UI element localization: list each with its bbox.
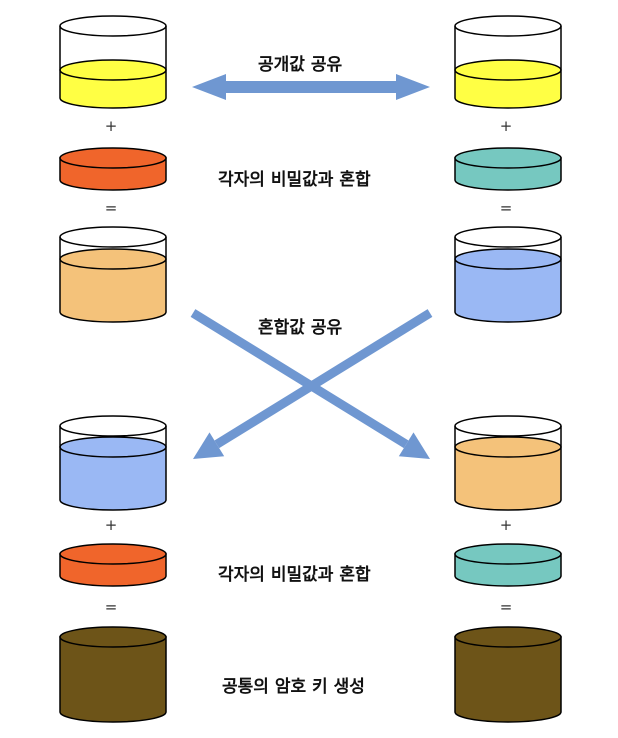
plus-sign-left-1: + [104,117,118,135]
received-beaker-left [59,415,167,511]
mix-secret-label-1: 각자의 비밀값과 혼합 [218,170,371,190]
public-beaker-right [454,15,562,109]
equals-sign-left-1: = [104,199,118,217]
received-beaker-right [454,415,562,511]
plus-sign-right-2: + [499,516,513,534]
mixed-beaker-right [454,226,562,323]
equals-sign-right-1: = [499,199,513,217]
equals-sign-left-2: = [104,598,118,616]
secret-disc-right-2 [454,543,562,587]
share-mixed-label: 혼합값 공유 [258,318,343,338]
share-public-double-arrow [192,74,430,100]
common-key-cylinder-right [454,626,562,723]
mixed-arrow-right-to-left [193,309,433,459]
plus-sign-left-2: + [104,516,118,534]
mixed-arrow-left-to-right [190,309,430,459]
secret-disc-left-2 [59,543,167,587]
share-public-label: 공개값 공유 [258,55,343,75]
mixed-beaker-left [59,226,167,323]
secret-disc-left [59,147,167,191]
equals-sign-right-2: = [499,598,513,616]
mix-secret-label-2: 각자의 비밀값과 혼합 [218,565,371,585]
common-key-label: 공통의 암호 키 생성 [222,677,365,697]
secret-disc-right [454,147,562,191]
plus-sign-right-1: + [499,117,513,135]
common-key-cylinder-left [59,626,167,723]
public-beaker-left [59,15,167,109]
